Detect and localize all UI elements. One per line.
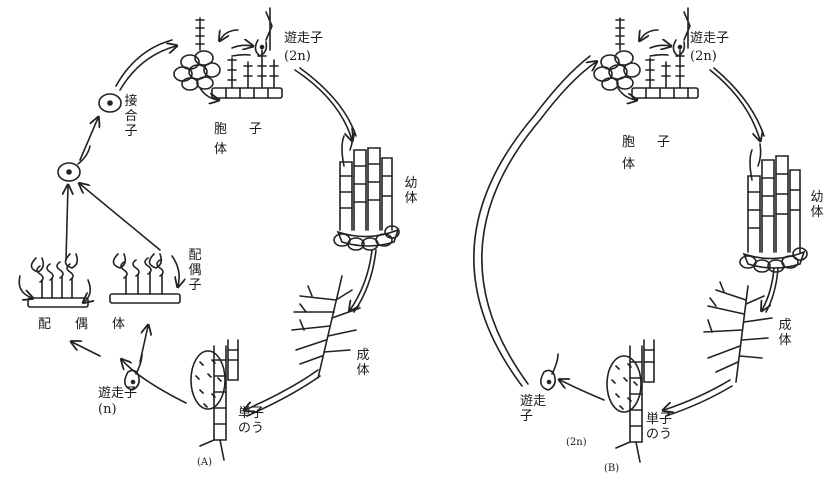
b-panel-label: (B) — [604, 462, 619, 475]
b-sporophyte-plant-icon — [594, 8, 698, 100]
a-juvenile-label: 幼体 — [404, 176, 418, 206]
b-adult-plant-icon — [704, 282, 772, 382]
b-juvenile-plant-icon — [740, 144, 807, 272]
a-panel-label: (A) — [197, 456, 212, 469]
b-sporophyte-label: 胞子体 — [622, 132, 692, 176]
a-zygote-label: 接合子 — [124, 94, 138, 139]
b-adult-label: 成体 — [778, 318, 792, 348]
a-zoospore-n-icon — [125, 354, 142, 390]
a-gamete-label: 配偶子 — [188, 248, 202, 293]
a-adult-label: 成体 — [356, 348, 370, 378]
a-juvenile-plant-icon — [334, 128, 399, 250]
b-zoospore-2n-bottom-label: 遊走子 — [520, 394, 548, 424]
a-sporangium-icon — [191, 340, 238, 460]
diagram-a-drawing — [19, 8, 399, 460]
b-sporangium-label: 単子のう — [646, 412, 674, 442]
a-sporophyte-plant-icon — [174, 8, 282, 100]
a-adult-plant-icon — [292, 276, 360, 378]
b-zoospore-2n-icon — [541, 354, 558, 390]
a-gametophyte-right-icon — [110, 254, 180, 303]
a-sporophyte-label: 胞子体 — [214, 120, 284, 160]
b-zoospore-2n-top-label: 遊走子(2n) — [690, 30, 730, 66]
a-gametophyte-left-icon — [19, 254, 90, 307]
a-zoospore-2n-label: 遊走子(2n) — [284, 30, 324, 66]
a-sporangium-label: 単子のう — [238, 406, 266, 436]
b-juvenile-label: 幼体 — [810, 190, 824, 220]
a-gametophyte-label: 配偶体 — [38, 318, 149, 331]
a-zoospore-n-label: 遊走子(n) — [98, 386, 142, 418]
b-sporangium-icon — [607, 340, 654, 462]
b-zoospore-2n-bottom-ploidy: (2n) — [566, 436, 587, 449]
